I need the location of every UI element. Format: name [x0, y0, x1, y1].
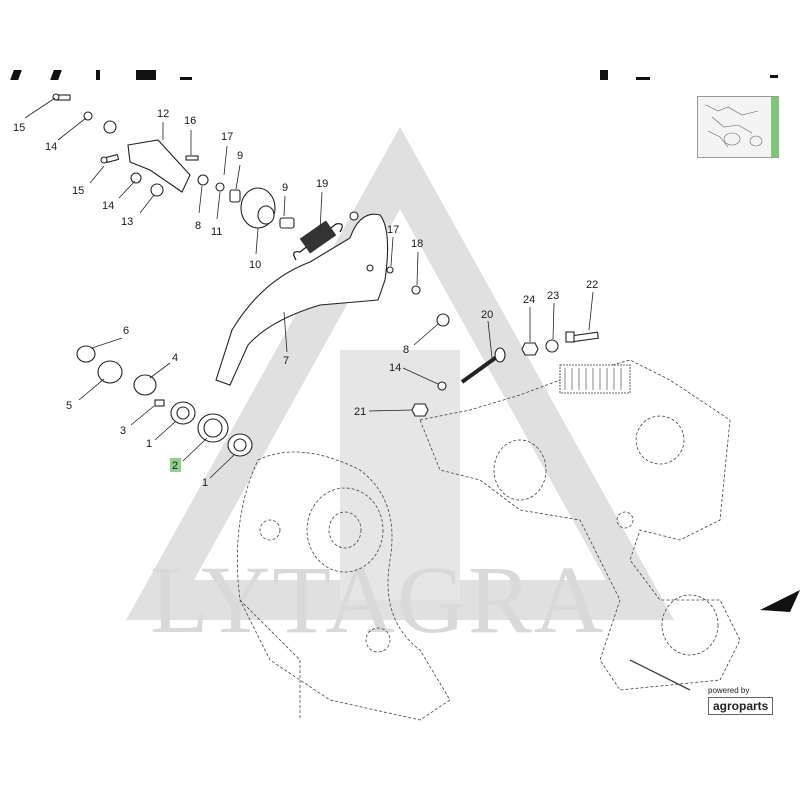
bearing-part	[233, 438, 247, 452]
nut-part	[411, 403, 429, 417]
callout-14[interactable]: 14	[389, 362, 401, 374]
toolbar-glyph	[600, 70, 608, 80]
spring-part	[293, 220, 343, 261]
callout-9[interactable]: 9	[282, 182, 288, 194]
callout-7[interactable]: 7	[283, 355, 289, 367]
toolbar-glyph	[636, 77, 650, 80]
washer-part	[150, 183, 164, 197]
callout-9[interactable]: 9	[237, 150, 243, 162]
circlip-part	[76, 345, 96, 363]
pin-part	[185, 155, 199, 161]
callout-labels: 15 14 12 16 15 14 13 17 8 9 11 9 10 19 1…	[13, 108, 598, 489]
callout-2[interactable]: 2	[172, 460, 178, 472]
washer-part	[386, 266, 394, 274]
callout-6[interactable]: 6	[123, 325, 129, 337]
washer-part	[437, 381, 447, 391]
bolt-part	[565, 331, 599, 343]
bushing-part	[279, 217, 295, 229]
watermark-logo: LYTAGRA	[126, 126, 674, 653]
hub-part	[240, 187, 276, 229]
overview-thumbnail[interactable]	[697, 96, 779, 158]
callout-5[interactable]: 5	[66, 400, 72, 412]
watermark-text: LYTAGRA	[150, 546, 605, 653]
callout-14[interactable]: 14	[45, 141, 57, 153]
callout-17[interactable]: 17	[221, 131, 233, 143]
toolbar-glyph	[180, 77, 192, 80]
sleeve-part	[197, 413, 229, 443]
leader-lines	[24, 97, 594, 479]
brand-badge: powered by agroparts	[708, 686, 800, 726]
toolbar-glyph	[96, 70, 100, 80]
selected-callout-highlight	[170, 458, 181, 472]
washer-part	[197, 174, 209, 186]
callout-20[interactable]: 20	[481, 309, 493, 321]
callout-23[interactable]: 23	[547, 290, 559, 302]
callout-18[interactable]: 18	[411, 238, 423, 250]
washer-part	[130, 172, 142, 184]
thumbnail-viewport-indicator	[771, 97, 779, 157]
callout-12[interactable]: 12	[157, 108, 169, 120]
callout-17[interactable]: 17	[387, 224, 399, 236]
brand-logo: agroparts	[708, 697, 774, 715]
callout-11[interactable]: 11	[211, 226, 222, 238]
nut-part	[411, 285, 421, 295]
direction-arrow-icon	[760, 590, 800, 612]
callout-10[interactable]: 10	[249, 259, 261, 271]
bolt-part	[100, 153, 120, 164]
callout-1[interactable]: 1	[202, 477, 208, 489]
housing-assembly	[237, 451, 451, 721]
callout-8[interactable]: 8	[195, 220, 201, 232]
frame-assembly	[419, 359, 741, 691]
brand-prefix: powered by	[708, 686, 750, 695]
nut-part	[521, 342, 539, 356]
callout-13[interactable]: 13	[121, 216, 133, 228]
washer-part	[215, 182, 225, 192]
thumbnail-drawing	[705, 104, 763, 148]
callout-1[interactable]: 1	[146, 438, 152, 450]
toolbar-glyph	[136, 70, 156, 80]
callout-14[interactable]: 14	[102, 200, 114, 212]
pedal-lever-part	[215, 213, 389, 386]
washer-part	[103, 120, 117, 134]
callout-3[interactable]: 3	[120, 425, 126, 437]
bolt-part	[52, 93, 71, 101]
ring-part	[97, 360, 123, 384]
ring-part	[133, 374, 157, 396]
bushing-part	[229, 189, 241, 203]
toolbar-glyph	[770, 75, 778, 78]
pin-part	[460, 347, 506, 384]
callout-16[interactable]: 16	[184, 115, 196, 127]
callout-19[interactable]: 19	[316, 178, 328, 190]
bearing-part	[176, 406, 190, 420]
bracket-part	[127, 139, 191, 193]
callout-22[interactable]: 22	[586, 279, 598, 291]
callout-15[interactable]: 15	[13, 122, 25, 134]
callout-21[interactable]: 21	[354, 406, 366, 418]
callout-4[interactable]: 4	[172, 352, 178, 364]
callout-24[interactable]: 24	[523, 294, 535, 306]
viewer-toolbar	[0, 70, 800, 82]
washer-part	[545, 339, 559, 353]
washer-part	[436, 313, 450, 327]
callout-15[interactable]: 15	[72, 185, 84, 197]
key-part	[154, 399, 165, 407]
callout-8[interactable]: 8	[403, 344, 409, 356]
